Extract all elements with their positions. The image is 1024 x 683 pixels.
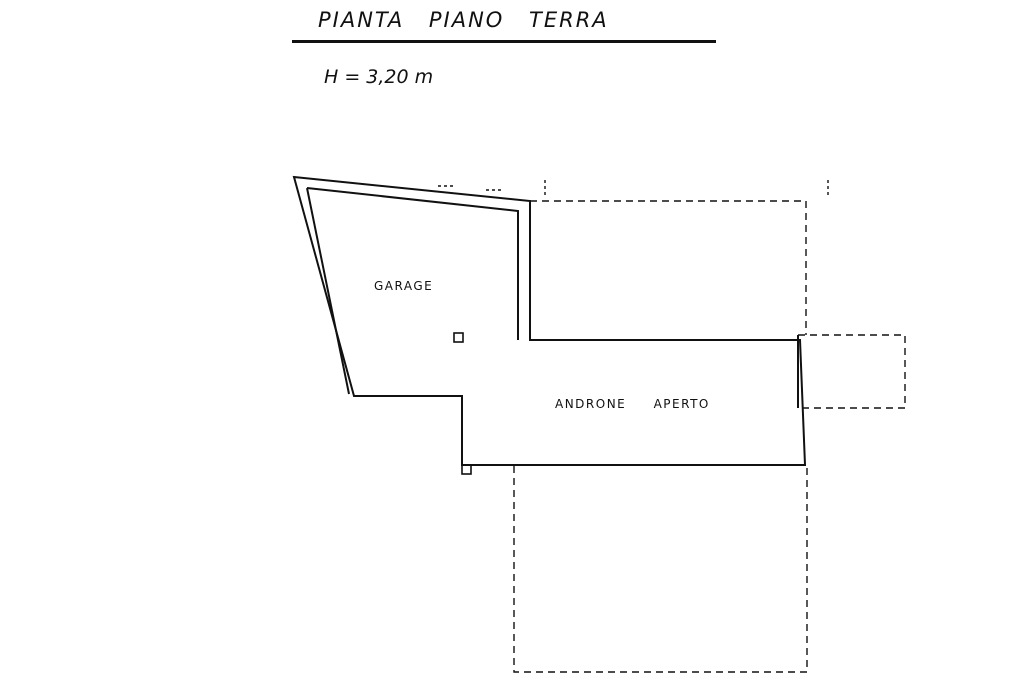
dashed-tick-marks [438,180,829,198]
dashed-lower-area [513,466,808,673]
dashed-upper-area [530,200,807,335]
column-marker [453,332,464,343]
corner-pillar [461,464,472,475]
drawing-title: PIANTA PIANO TERRA [318,8,609,32]
room-label-garage: GARAGE [374,279,433,293]
ceiling-height-note: H = 3,20 m [324,66,434,88]
title-underline [292,40,716,43]
room-label-androne: ANDRONE APERTO [555,397,710,411]
garage-inner-wall [306,187,519,395]
garage-outer-wall [292,175,807,466]
dashed-right-annex [798,334,906,409]
